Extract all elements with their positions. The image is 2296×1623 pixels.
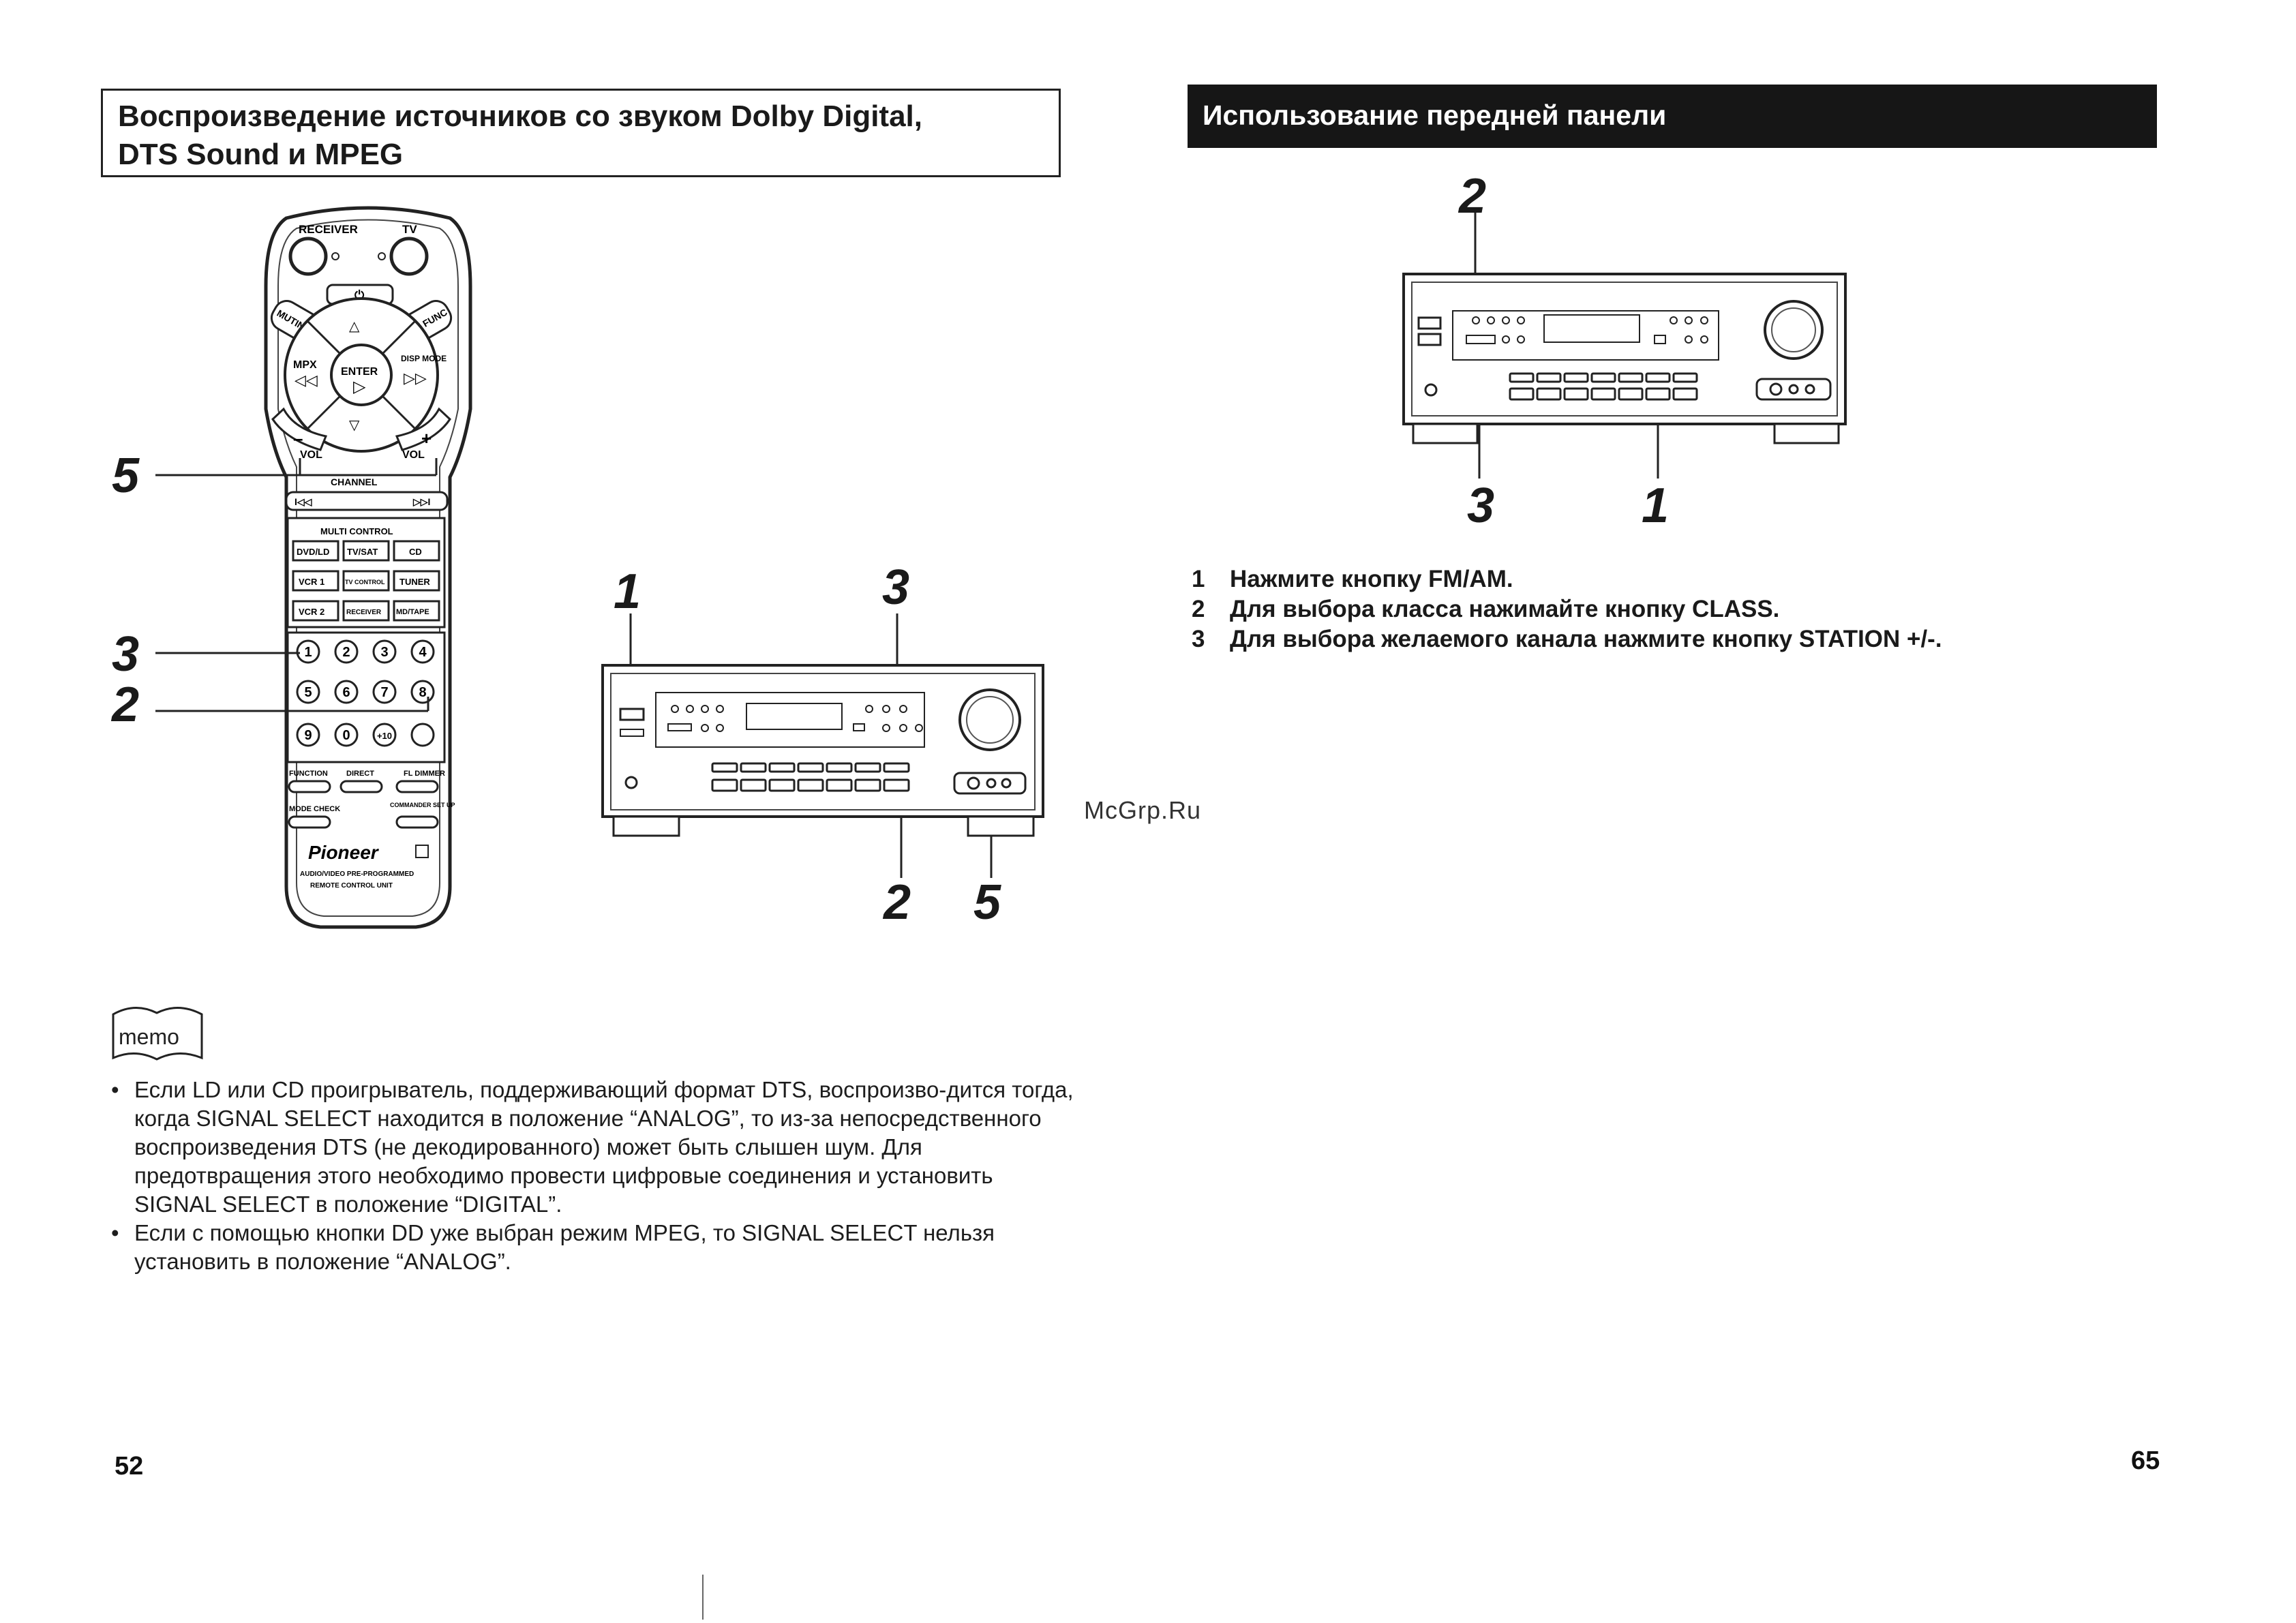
digit-6: 6: [342, 685, 350, 700]
front-callout-3: 3: [1467, 479, 1495, 533]
bullet: •: [111, 1220, 119, 1245]
pioneer-logo: Pioneer: [308, 842, 380, 863]
digit-7: 7: [380, 685, 388, 700]
receiver-callout-3: 3: [882, 560, 910, 615]
watermark: McGrp.Ru: [1084, 796, 1202, 824]
svg-text:◁◁: ◁◁: [294, 371, 318, 389]
left-title-line2: DTS Sound и MPEG: [118, 138, 404, 171]
left-section-title: Воспроизведение источников со звуком Dol…: [101, 89, 1061, 177]
src-md-tape: MD/TAPE: [396, 608, 429, 616]
mode-check-label: MODE CHECK: [289, 805, 340, 813]
svg-text:▽: ▽: [349, 418, 360, 433]
function-label: FUNCTION: [289, 770, 328, 778]
src-tv-control: TV CONTROL: [345, 579, 385, 586]
digit-4: 4: [419, 645, 427, 660]
remote-tv-label: TV: [402, 223, 417, 236]
receiver-callout-2: 2: [883, 875, 911, 930]
src-dvd-ld: DVD/LD: [297, 547, 329, 557]
multi-control-label: MULTI CONTROL: [320, 526, 393, 536]
svg-text:▷▷: ▷▷: [404, 369, 427, 386]
memo-label: memo: [119, 1025, 179, 1049]
remote-unit-line1: AUDIO/VIDEO PRE-PROGRAMMED: [300, 870, 414, 878]
front-callout-1: 1: [1642, 479, 1670, 533]
memo-book-icon: memo: [112, 1006, 203, 1061]
memo-item-text: Если LD или CD проигрыватель, поддержива…: [134, 1077, 1074, 1217]
src-vcr2: VCR 2: [299, 607, 324, 617]
page-fold-mark: [702, 1575, 704, 1620]
svg-text:+: +: [421, 428, 432, 449]
disp-mode-label: DISP MODE: [401, 354, 447, 363]
digit-9: 9: [304, 728, 312, 743]
receiver-callout-1: 1: [614, 564, 641, 619]
memo-notes: • Если LD или CD проигрыватель, поддержи…: [111, 1076, 1079, 1276]
vol-left-label: VOL: [300, 449, 322, 461]
channel-label: CHANNEL: [331, 476, 378, 487]
enter-label: ENTER: [341, 366, 378, 378]
memo-item: • Если с помощью кнопки DD уже выбран ре…: [111, 1219, 1079, 1276]
digit-1: 1: [304, 645, 312, 660]
remote-callout-2: 2: [112, 678, 140, 732]
receiver-front-panel-right: [1402, 273, 1847, 444]
remote-callout-3: 3: [112, 627, 140, 682]
svg-text:△: △: [349, 319, 360, 334]
page-number-right: 65: [2131, 1446, 2160, 1475]
page-number-left: 52: [115, 1452, 144, 1481]
src-tuner: TUNER: [399, 577, 430, 587]
memo-item-text: Если с помощью кнопки DD уже выбран режи…: [134, 1220, 995, 1274]
bullet: •: [111, 1077, 119, 1102]
commander-setup-label: COMMANDER SET UP: [390, 802, 455, 808]
mpx-label: MPX: [293, 359, 317, 371]
remote-unit-line2: REMOTE CONTROL UNIT: [310, 882, 393, 890]
left-title-line1: Воспроизведение источников со звуком Dol…: [118, 100, 922, 133]
digit-5: 5: [304, 685, 312, 700]
svg-text:–: –: [293, 428, 303, 449]
fl-dimmer-label: FL DIMMER: [404, 770, 445, 778]
src-tv-sat: TV/SAT: [347, 547, 378, 557]
digit-3: 3: [380, 645, 388, 660]
src-receiver: RECEIVER: [346, 609, 382, 616]
tv-power-button: [389, 237, 429, 276]
digit-8: 8: [419, 685, 426, 700]
remote-receiver-label: RECEIVER: [299, 223, 358, 236]
vol-right-label: VOL: [402, 449, 425, 461]
src-vcr1: VCR 1: [299, 577, 324, 587]
digit-2: 2: [342, 645, 350, 660]
memo-item: • Если LD или CD проигрыватель, поддержи…: [111, 1076, 1079, 1219]
digit-0: 0: [342, 728, 350, 743]
remote-callout-5: 5: [112, 449, 140, 503]
receiver-front-panel-left: [601, 664, 1044, 837]
svg-text:▷: ▷: [353, 378, 366, 396]
digit-plus10: +10: [377, 731, 392, 741]
receiver-power-button: [288, 237, 328, 276]
src-cd: CD: [409, 547, 422, 557]
remote-control-illustration: RECEIVER TV ⏻ MUTING TV FUNC ENTER ▷ △ ▽…: [264, 206, 472, 929]
svg-text:I◁◁: I◁◁: [294, 496, 312, 507]
svg-text:▷▷I: ▷▷I: [412, 496, 430, 507]
right-section-title: Использование передней панели: [1188, 85, 2157, 148]
receiver-callout-5: 5: [973, 875, 1001, 930]
front-callout-2: 2: [1459, 169, 1487, 224]
direct-label: DIRECT: [346, 770, 374, 778]
